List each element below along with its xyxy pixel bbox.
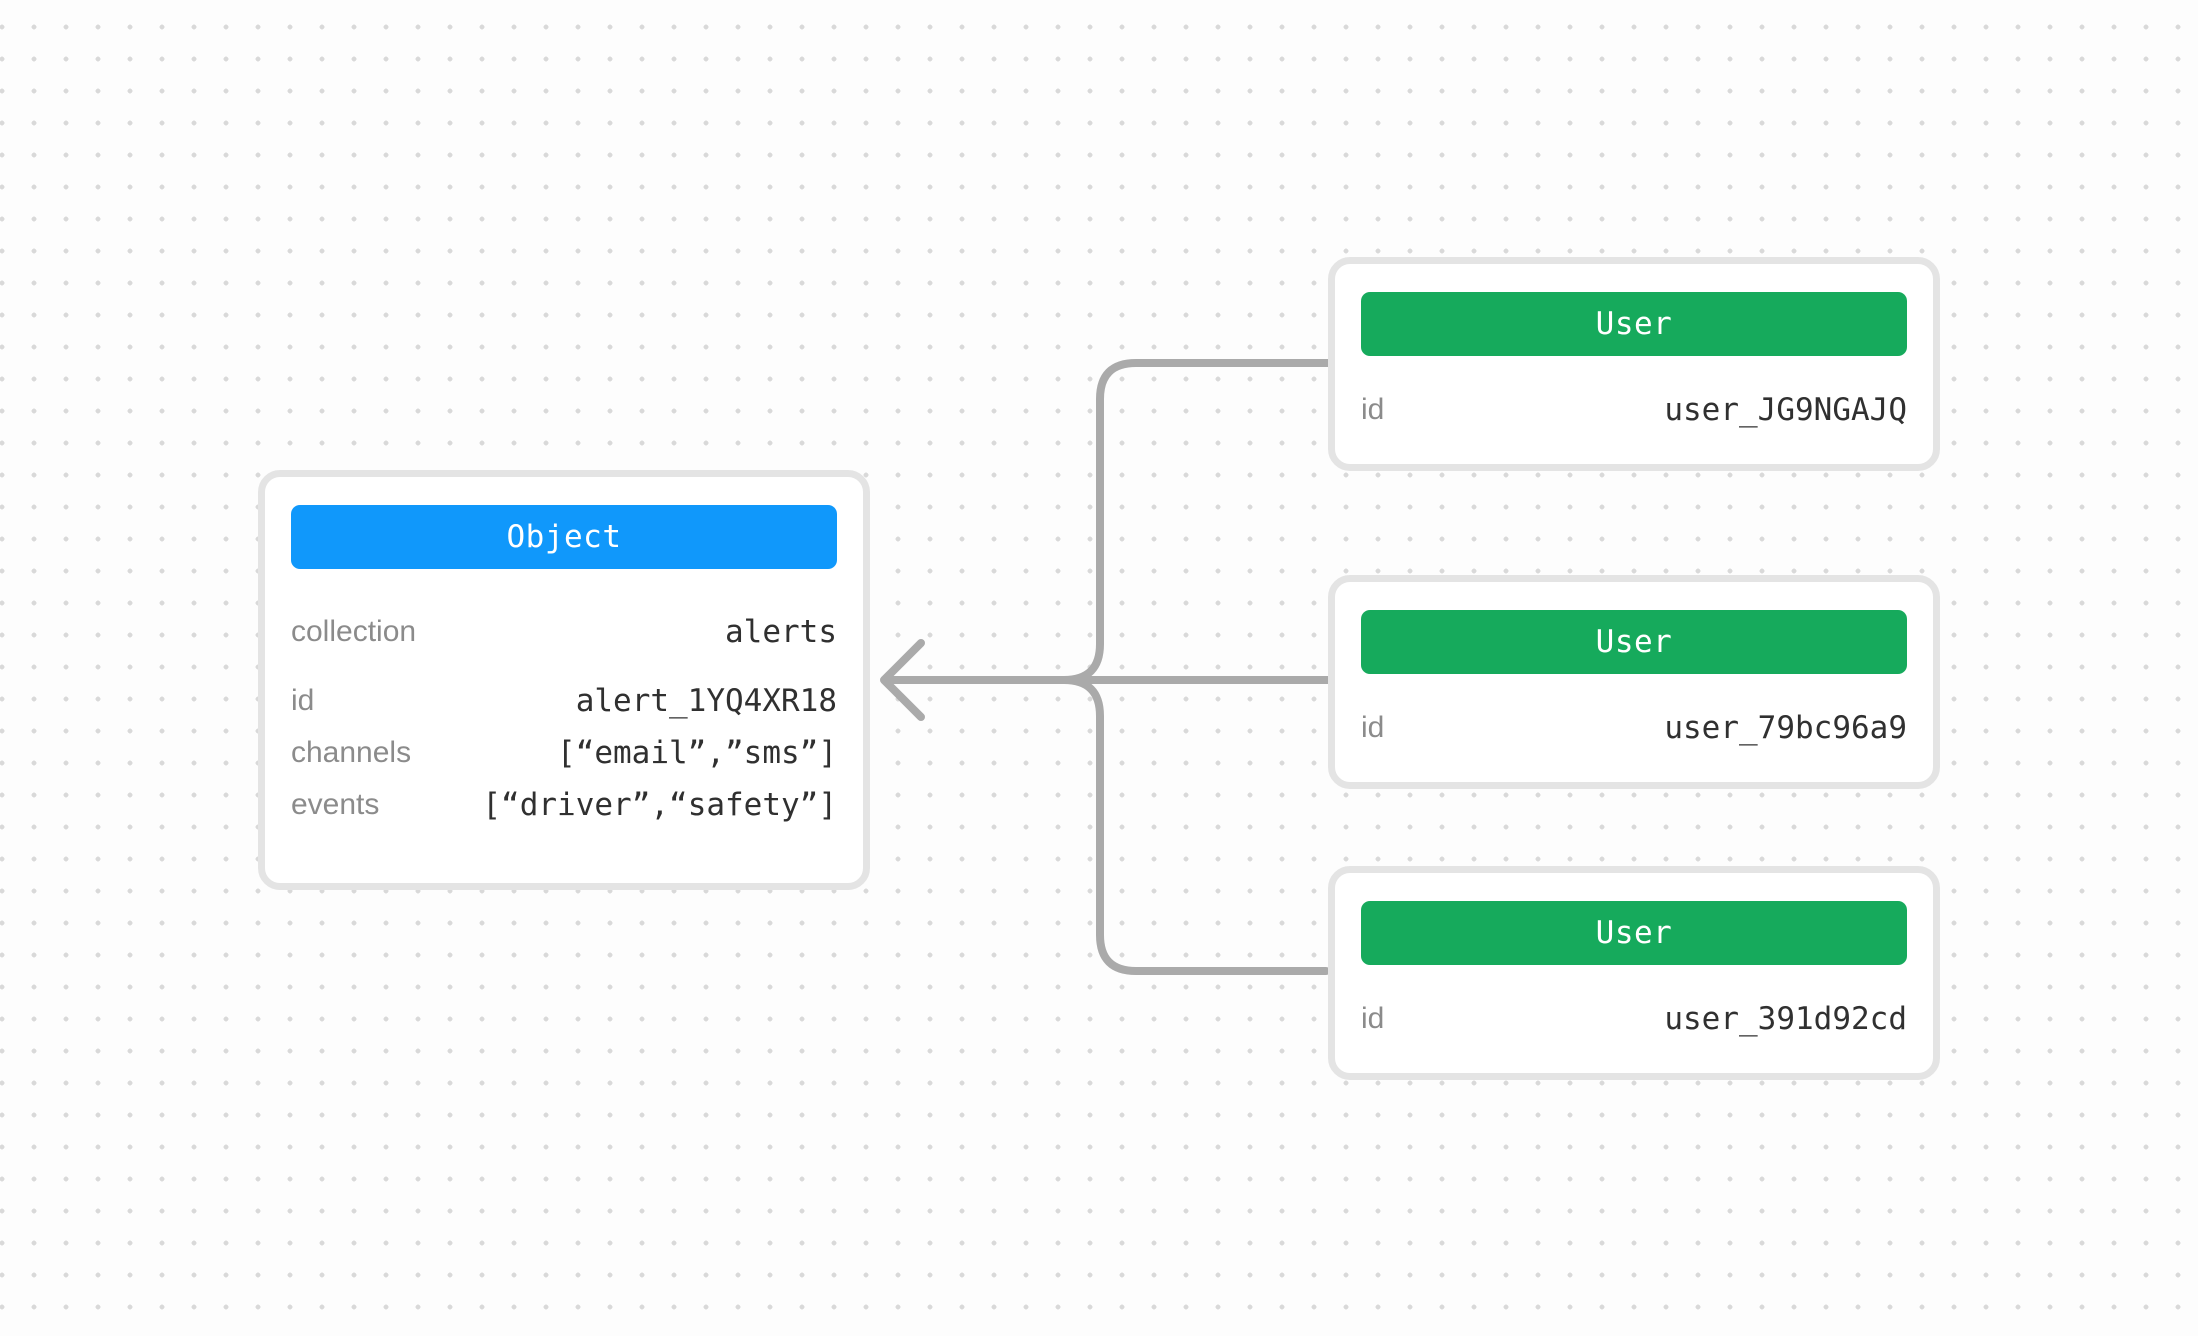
- field-value: [“email”,”sms”]: [557, 735, 837, 771]
- field-label: id: [1361, 711, 1385, 744]
- field-value: alerts: [725, 614, 837, 650]
- user-node-3[interactable]: User id user_391d92cd: [1328, 866, 1940, 1080]
- object-node-title: Object: [506, 519, 622, 555]
- object-field-channels: channels [“email”,”sms”]: [291, 727, 837, 779]
- object-node[interactable]: Object collection alerts id alert_1YQ4XR…: [258, 470, 870, 890]
- user-node-title: User: [1595, 306, 1673, 342]
- user-node-header: User: [1361, 610, 1907, 674]
- object-field-events: events [“driver”,“safety”]: [291, 779, 837, 831]
- user-field-id: id user_JG9NGAJQ: [1361, 388, 1907, 432]
- edge-user1-to-object[interactable]: [1060, 359, 1336, 684]
- user-node-fields: id user_JG9NGAJQ: [1335, 388, 1933, 432]
- field-label: events: [291, 788, 380, 821]
- user-field-id: id user_79bc96a9: [1361, 706, 1907, 750]
- object-field-id: id alert_1YQ4XR18: [291, 675, 837, 727]
- field-label: id: [1361, 1002, 1385, 1035]
- field-value: user_391d92cd: [1664, 1001, 1907, 1037]
- arrowhead-left-icon: [880, 639, 925, 721]
- field-value: alert_1YQ4XR18: [575, 683, 837, 719]
- user-node-fields: id user_391d92cd: [1335, 997, 1933, 1041]
- user-node-fields: id user_79bc96a9: [1335, 706, 1933, 750]
- field-label: id: [1361, 393, 1385, 426]
- field-value: user_JG9NGAJQ: [1664, 392, 1907, 428]
- user-node-1[interactable]: User id user_JG9NGAJQ: [1328, 257, 1940, 471]
- user-node-title: User: [1595, 915, 1673, 951]
- user-node-title: User: [1595, 624, 1673, 660]
- field-label: id: [291, 684, 315, 717]
- field-value: user_79bc96a9: [1664, 710, 1907, 746]
- edge-user3-to-object[interactable]: [1060, 676, 1330, 975]
- field-label: channels: [291, 736, 412, 769]
- user-node-header: User: [1361, 901, 1907, 965]
- user-node-2[interactable]: User id user_79bc96a9: [1328, 575, 1940, 789]
- field-label: collection: [291, 615, 417, 648]
- field-value: [“driver”,“safety”]: [482, 787, 837, 823]
- user-node-header: User: [1361, 292, 1907, 356]
- user-field-id: id user_391d92cd: [1361, 997, 1907, 1041]
- object-node-fields: collection alerts id alert_1YQ4XR18 chan…: [265, 606, 863, 831]
- object-node-header: Object: [291, 505, 837, 569]
- object-field-collection: collection alerts: [291, 606, 837, 658]
